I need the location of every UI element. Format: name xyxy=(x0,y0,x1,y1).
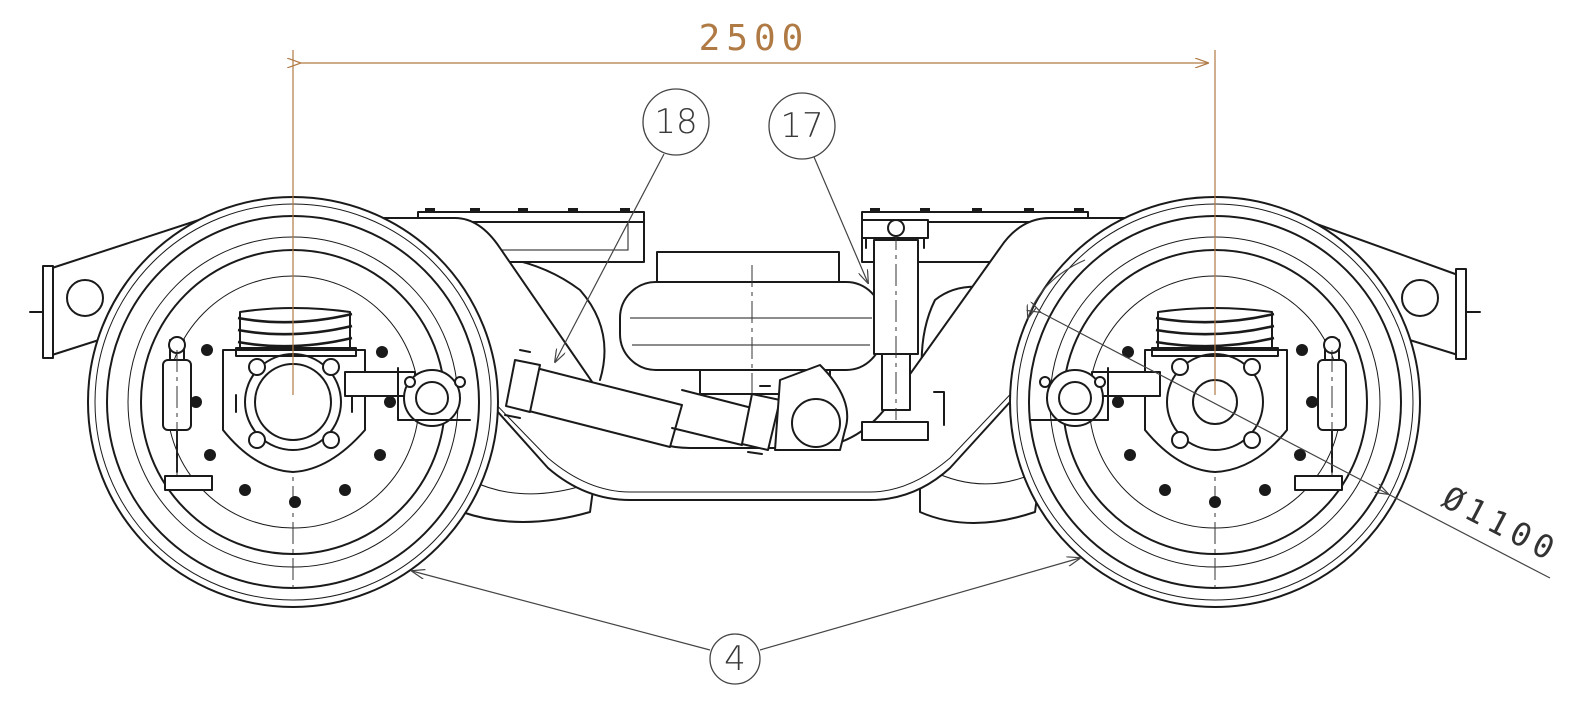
callout-4-label: 4 xyxy=(724,639,746,679)
traction-damper xyxy=(504,349,849,455)
axle-box-left xyxy=(222,349,366,473)
callout-4: 4 xyxy=(412,558,1080,685)
axle-arm-left xyxy=(344,367,471,427)
callout-17-label: 17 xyxy=(780,106,823,146)
coil-spring-icon xyxy=(235,307,357,357)
callout-17: 17 xyxy=(768,92,868,283)
air-spring-icon xyxy=(619,251,883,396)
vertical-damper xyxy=(861,219,945,441)
wheelbase-dimension: 2500 xyxy=(293,18,1216,395)
wheel-bolts-left xyxy=(190,344,396,508)
callout-18-label: 18 xyxy=(654,102,697,142)
callout-18: 18 xyxy=(555,88,710,362)
damper-icon xyxy=(162,336,213,491)
beam-bolts-right xyxy=(870,208,1084,213)
beam-bolts-left xyxy=(425,208,630,213)
wheelbase-dimension-text: 2500 xyxy=(699,18,810,59)
wheel-diameter-text: Ø1100 xyxy=(1436,478,1566,570)
